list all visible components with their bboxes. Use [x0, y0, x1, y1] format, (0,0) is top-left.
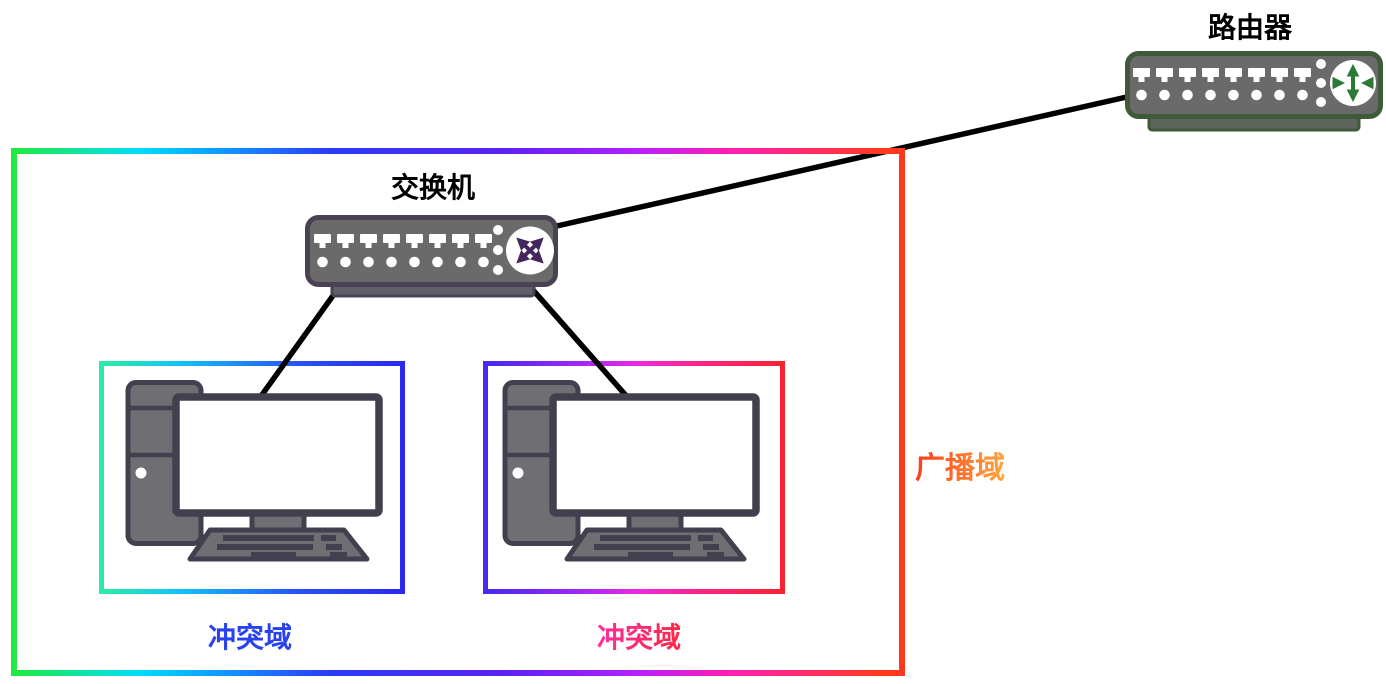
- computer-1-illustration: [125, 380, 383, 562]
- switch-label: 交换机: [390, 171, 476, 204]
- switch-device: [305, 215, 561, 301]
- router-label: 路由器: [1207, 11, 1293, 44]
- pc-power-light: [512, 467, 524, 479]
- router-bidirectional-arrows-icon: [1330, 60, 1376, 106]
- computer-1: [124, 380, 384, 570]
- router-ports: [1133, 59, 1326, 107]
- router-illustration: [1125, 51, 1383, 132]
- switch-illustration: [305, 215, 558, 298]
- router-device: [1125, 51, 1383, 135]
- pc-monitor: [172, 393, 383, 517]
- collision-domain-1-label: 冲突域: [207, 621, 293, 654]
- collision-domain-2-label: 冲突域: [597, 616, 681, 656]
- pc-power-light: [135, 467, 147, 479]
- pc-keyboard-keys: [217, 535, 347, 558]
- pc-keyboard-keys: [594, 535, 724, 558]
- switch-crossed-arrows-icon: [506, 226, 554, 275]
- broadcast-domain-label: 广播域: [915, 443, 1005, 487]
- computer-2: [501, 380, 761, 570]
- computer-2-illustration: [502, 380, 760, 562]
- pc-monitor: [549, 393, 760, 517]
- switch-ports: [314, 225, 503, 275]
